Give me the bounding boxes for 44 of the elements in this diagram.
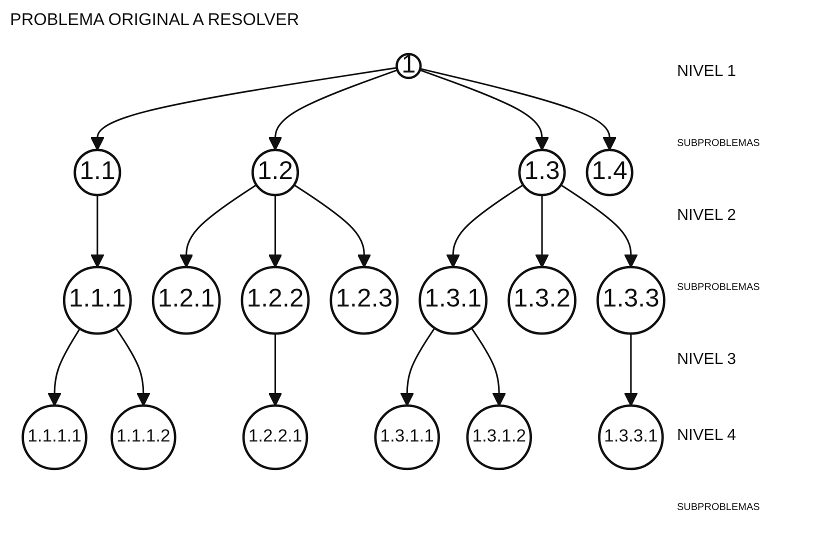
node-circle: [418, 266, 488, 335]
arrow: [446, 184, 524, 268]
arrow: [624, 334, 638, 406]
arrow: [534, 195, 550, 268]
arrow: [400, 328, 436, 406]
diagram-title: PROBLEMA ORIGINAL A RESOLVER: [10, 10, 300, 30]
node-circle: [152, 266, 221, 335]
node-circle: [330, 266, 399, 335]
node-circle: [110, 404, 176, 470]
node-circle: [396, 52, 422, 80]
note-text: SUBPROBLEMAS: [677, 502, 760, 514]
arrow: [268, 195, 282, 268]
node-circle: [596, 266, 666, 335]
level-label: NIVEL 3: [677, 351, 736, 370]
note-text: SUBPROBLEMAS: [677, 282, 760, 294]
arrow: [47, 328, 81, 406]
node-circle: [22, 404, 88, 470]
arrow: [268, 69, 398, 151]
arrow: [115, 328, 150, 406]
arrow: [268, 334, 282, 406]
arrow: [420, 68, 617, 151]
node-circle: [518, 148, 566, 196]
tree-diagram: 1 1.1 1.2 1.3 1.4 1.1.1 1.2.1 1.2.2 1.2.3 1.3.1 1.3.2 1.3.3 1.1.1.1 1.1.1.2 1.2.2.1 1.3.1.1 1.3.1.2 1.3.3.1: [10, 34, 677, 482]
level-label: NIVEL 2: [677, 206, 736, 225]
arrow: [420, 69, 550, 151]
arrow: [560, 184, 638, 268]
node-circle: [586, 148, 634, 196]
arrow: [90, 67, 397, 151]
node-circle: [598, 404, 664, 470]
level-label: NIVEL 1: [677, 62, 736, 81]
arrow: [90, 195, 104, 268]
note-text: SUBPROBLEMAS: [677, 138, 760, 150]
node-circle: [251, 148, 300, 196]
node-circle: [466, 404, 532, 470]
node-circle: [242, 404, 308, 470]
level-label: NIVEL 4: [677, 426, 736, 445]
arrow: [179, 184, 257, 268]
arrow: [294, 184, 372, 268]
arrow: [470, 328, 506, 406]
node-circle: [240, 266, 310, 335]
node-circle: [374, 404, 440, 470]
node-circle: [62, 266, 132, 335]
node-circle: [508, 266, 576, 335]
node-circle: [74, 148, 122, 196]
